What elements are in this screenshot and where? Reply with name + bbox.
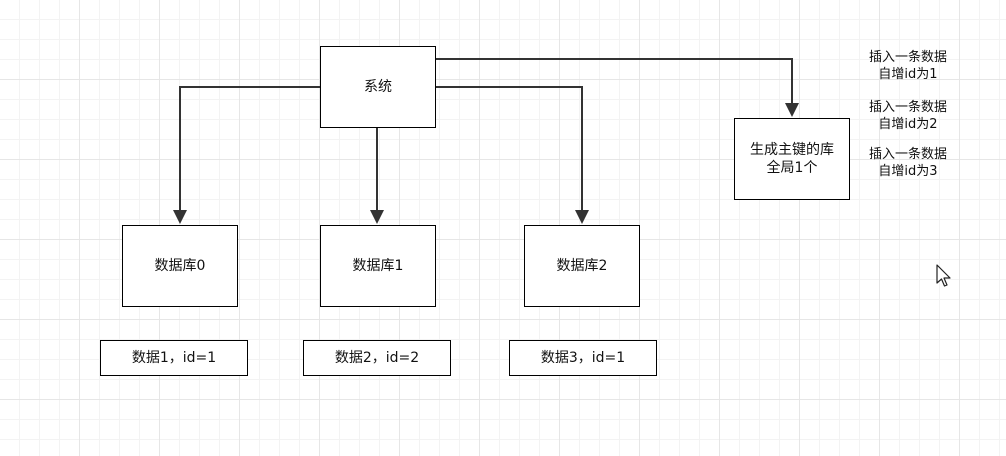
arrowhead-db2: [575, 210, 589, 224]
system-node[interactable]: 系统: [320, 46, 436, 128]
record-db1-label: 数据2，id=2: [334, 350, 420, 366]
record-box-db2[interactable]: 数据3，id=1: [509, 340, 657, 376]
insert-note-1: 插入一条数据 自增id为1: [853, 49, 963, 83]
db2-node-label: 数据库2: [556, 258, 608, 274]
key-db-node[interactable]: 生成主键的库 全局1个: [734, 118, 850, 200]
record-db2-label: 数据3，id=1: [540, 350, 626, 366]
record-box-db0[interactable]: 数据1，id=1: [100, 340, 248, 376]
db1-node[interactable]: 数据库1: [320, 225, 436, 307]
db0-node[interactable]: 数据库0: [122, 225, 238, 307]
arrowhead-db1: [370, 210, 384, 224]
insert-note-3-line1: 插入一条数据: [868, 147, 947, 162]
insert-note-2-line2: 自增id为2: [878, 117, 938, 132]
db0-node-label: 数据库0: [154, 258, 206, 274]
insert-note-2-line1: 插入一条数据: [868, 100, 947, 115]
arrowhead-keydb: [785, 103, 799, 117]
connector-system-to-keydb: [436, 58, 793, 104]
insert-note-1-line2: 自增id为1: [878, 67, 938, 82]
key-db-label-line1: 生成主键的库: [750, 142, 834, 158]
key-db-label-line2: 全局1个: [766, 160, 818, 176]
record-db0-label: 数据1，id=1: [131, 350, 217, 366]
db2-node[interactable]: 数据库2: [524, 225, 640, 307]
insert-note-2: 插入一条数据 自增id为2: [853, 99, 963, 133]
record-box-db1[interactable]: 数据2，id=2: [303, 340, 451, 376]
mouse-pointer-icon: [936, 264, 951, 287]
connector-system-to-db0: [179, 86, 320, 212]
db1-node-label: 数据库1: [352, 258, 404, 274]
insert-note-3-line2: 自增id为3: [878, 164, 938, 179]
connector-system-to-db2: [436, 86, 583, 212]
insert-note-1-line1: 插入一条数据: [868, 50, 947, 65]
insert-note-3: 插入一条数据 自增id为3: [853, 146, 963, 180]
arrowhead-db0: [173, 210, 187, 224]
system-node-label: 系统: [364, 79, 392, 95]
